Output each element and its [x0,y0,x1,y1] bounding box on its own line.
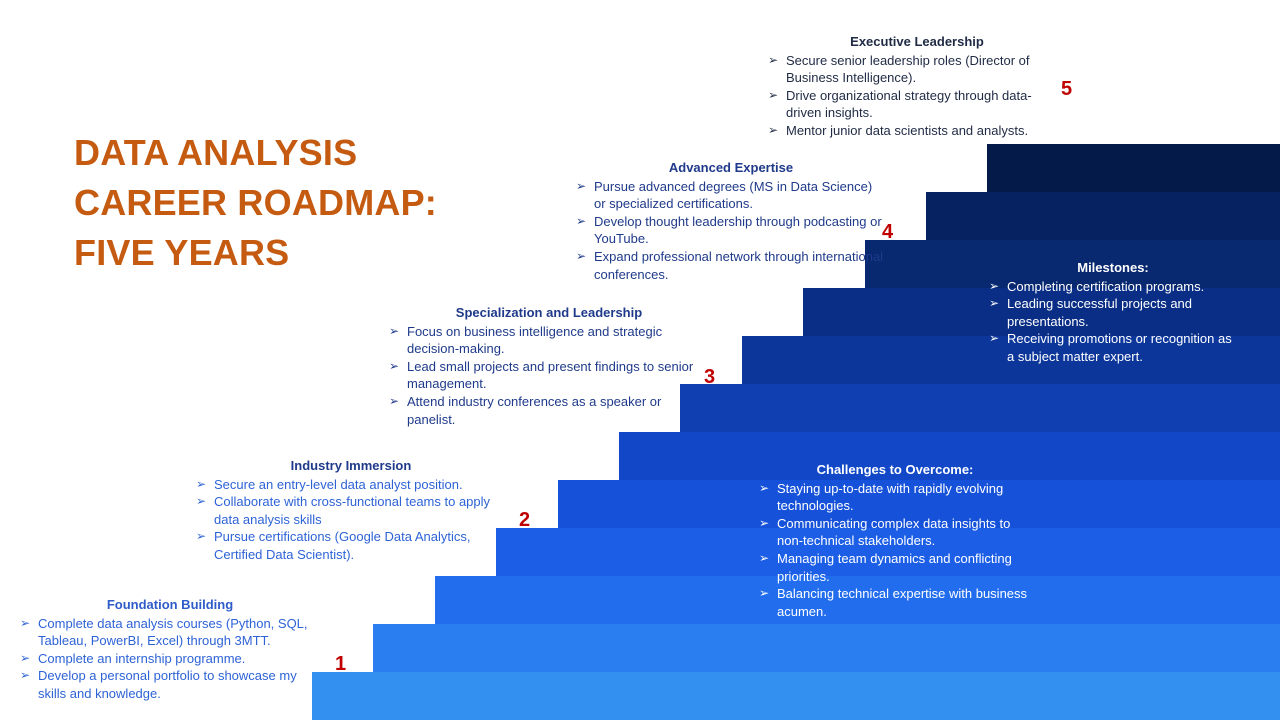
stair-step [619,432,1280,480]
stage-industry-immersion: Industry Immersion ➢Secure an entry-leve… [196,457,506,564]
list-item: ➢Secure an entry-level data analyst posi… [196,476,463,492]
arrow-bullet-icon: ➢ [576,213,587,228]
list-item: ➢Mentor junior data scientists and analy… [768,122,1029,138]
arrow-bullet-icon: ➢ [20,650,31,665]
challenges-heading: Challenges to Overcome: [816,462,974,477]
arrow-bullet-icon: ➢ [196,494,207,509]
arrow-bullet-icon: ➢ [196,529,207,544]
arrow-bullet-icon: ➢ [759,586,770,601]
arrow-bullet-icon: ➢ [989,278,1000,293]
arrow-bullet-icon: ➢ [389,358,400,373]
stage-list: ➢Pursue advanced degrees (MS in Data Sci… [576,178,886,284]
stair-step [496,528,1280,576]
list-item: ➢Lead small projects and present finding… [389,358,694,392]
arrow-bullet-icon: ➢ [576,248,587,263]
stage-number-1: 1 [335,653,347,675]
page-title: DATA ANALYSIS CAREER ROADMAP: FIVE YEARS [74,128,494,278]
stage-advanced-expertise: Advanced Expertise ➢Pursue advanced degr… [576,159,886,283]
arrow-bullet-icon: ➢ [989,331,1000,346]
list-item: ➢Pursue certifications (Google Data Anal… [196,529,471,562]
list-item: ➢Secure senior leadership roles (Directo… [768,52,1030,86]
list-item: ➢Communicating complex data insights to … [759,515,1011,549]
list-item: ➢Develop a personal portfolio to showcas… [20,668,297,701]
stair-step [742,336,1280,384]
arrow-bullet-icon: ➢ [389,393,400,408]
stair-step [865,240,1280,288]
list-item: ➢Complete an internship programme. [20,650,246,666]
stage-list: ➢Secure senior leadership roles (Directo… [768,52,1066,140]
arrow-bullet-icon: ➢ [759,515,770,530]
arrow-bullet-icon: ➢ [20,615,31,630]
title-line: DATA ANALYSIS [74,132,358,173]
arrow-bullet-icon: ➢ [759,480,770,495]
list-item: ➢Completing certification programs. [989,278,1205,294]
stair-step [803,288,1280,336]
stage-list: ➢Complete data analysis courses (Python,… [20,615,320,703]
arrow-bullet-icon: ➢ [196,476,207,491]
arrow-bullet-icon: ➢ [389,323,400,338]
arrow-bullet-icon: ➢ [989,296,1000,311]
challenges-panel: Challenges to Overcome: ➢Staying up-to-d… [759,461,1031,620]
stair-step [373,624,1280,672]
list-item: ➢Develop thought leadership through podc… [576,213,882,247]
arrow-bullet-icon: ➢ [20,668,31,683]
milestones-heading: Milestones: [1077,260,1149,275]
title-line: CAREER ROADMAP: [74,182,437,223]
arrow-bullet-icon: ➢ [576,178,587,193]
title-line: FIVE YEARS [74,232,290,273]
milestones-panel: Milestones: ➢Completing certification pr… [989,259,1237,366]
arrow-bullet-icon: ➢ [768,52,779,67]
list-item: ➢Focus on business intelligence and stra… [389,323,663,357]
list-item: ➢Attend industry conferences as a speake… [389,393,662,427]
stage-number-2: 2 [519,509,531,531]
stair-step [680,384,1280,432]
stage-foundation-building: Foundation Building ➢Complete data analy… [20,596,320,703]
stage-executive-leadership: Executive Leadership ➢Secure senior lead… [768,33,1066,140]
stair-step [987,144,1280,192]
stage-specialization-leadership: Specialization and Leadership ➢Focus on … [389,304,709,428]
stair-step [558,480,1280,528]
stage-list: ➢Secure an entry-level data analyst posi… [196,476,506,564]
milestones-list: ➢Completing certification programs. ➢Lea… [989,278,1237,366]
stair-step [926,192,1280,240]
stage-heading: Specialization and Leadership [455,305,643,320]
stage-heading: Advanced Expertise [668,160,794,175]
list-item: ➢Receiving promotions or recognition as … [989,331,1232,364]
stair-step [435,576,1280,624]
list-item: ➢Complete data analysis courses (Python,… [20,615,308,649]
list-item: ➢Staying up-to-date with rapidly evolvin… [759,480,1004,514]
list-item: ➢Drive organizational strategy through d… [768,87,1032,121]
stage-heading: Industry Immersion [290,458,412,473]
stair-step [312,672,1280,720]
challenges-list: ➢Staying up-to-date with rapidly evolvin… [759,480,1031,621]
list-item: ➢Managing team dynamics and conflicting … [759,550,1012,584]
list-item: ➢Collaborate with cross-functional teams… [196,494,491,527]
stage-heading: Executive Leadership [850,34,984,49]
arrow-bullet-icon: ➢ [768,87,779,102]
list-item: ➢Leading successful projects and present… [989,296,1193,329]
stage-number-4: 4 [882,221,894,243]
stage-number-5: 5 [1061,78,1073,100]
arrow-bullet-icon: ➢ [759,550,770,565]
list-item: ➢Expand professional network through int… [576,248,884,282]
list-item: ➢Balancing technical expertise with busi… [759,586,1028,619]
stage-heading: Foundation Building [106,597,234,612]
stage-number-3: 3 [704,366,716,388]
list-item: ➢Pursue advanced degrees (MS in Data Sci… [576,178,873,212]
stage-list: ➢Focus on business intelligence and stra… [389,323,709,429]
arrow-bullet-icon: ➢ [768,122,779,137]
